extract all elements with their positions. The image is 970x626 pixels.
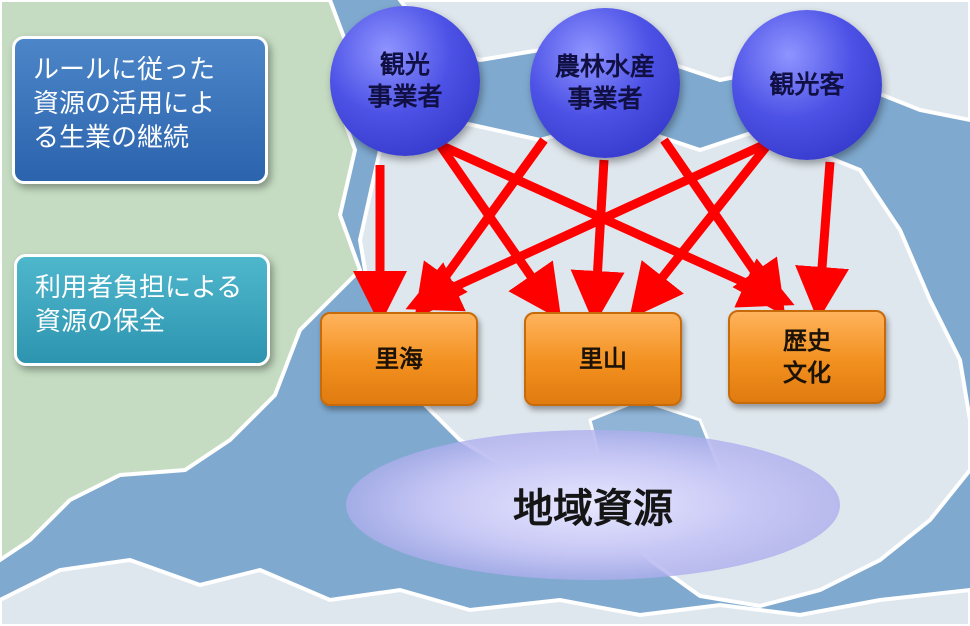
- callout-conservation-text: 利用者負担による 資源の保全: [35, 273, 243, 337]
- arrow-actor2-to-resource0: [405, 137, 772, 312]
- callout-livelihood: ルールに従った 資源の活用によ る生業の継続: [12, 36, 268, 184]
- region-label: 地域資源: [513, 486, 673, 532]
- resource-label: 里海: [375, 345, 423, 373]
- actor-label: 農林水産 事業者: [554, 52, 655, 113]
- actor-tourist: 観光客: [732, 10, 882, 160]
- resource-label: 里山: [579, 345, 627, 373]
- actor-label: 観光 事業者: [367, 50, 443, 111]
- resource-satoyama: 里山: [524, 312, 682, 406]
- arrow-actor1-to-resource2: [660, 137, 786, 317]
- regional-resources-ellipse: 地域資源: [346, 430, 840, 580]
- actor-agri-fishery-business: 農林水産 事業者: [530, 8, 680, 158]
- callout-conservation: 利用者負担による 資源の保全: [14, 254, 270, 366]
- resource-label: 歴史 文化: [783, 327, 831, 387]
- arrow-actor2-to-resource2: [795, 161, 849, 321]
- actor-label: 観光客: [769, 70, 845, 99]
- actor-tourism-business: 観光 事業者: [330, 6, 480, 156]
- callout-livelihood-text: ルールに従った 資源の活用によ る生業の継続: [33, 55, 216, 153]
- land-bottom: [0, 557, 970, 626]
- arrow-actor1-to-resource1: [570, 159, 625, 325]
- arrow-actor2-to-resource1: [629, 139, 774, 320]
- arrow-actor0-to-resource1: [436, 142, 562, 321]
- resource-history-culture: 歴史 文化: [728, 310, 886, 404]
- resource-satoumi: 里海: [320, 312, 478, 406]
